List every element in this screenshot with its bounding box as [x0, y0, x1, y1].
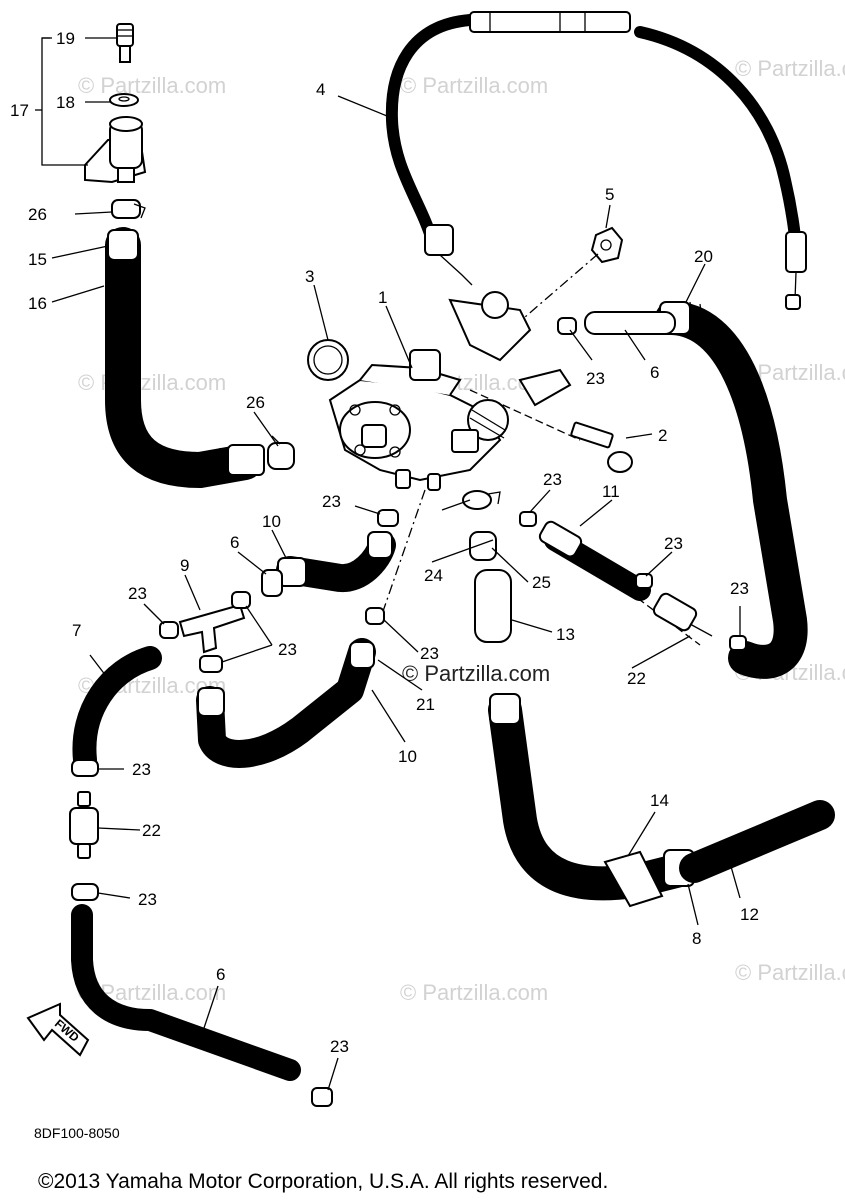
callout-14: 14: [650, 791, 669, 810]
callout-21: 21: [416, 695, 435, 714]
watermark: © Partzilla.com: [78, 370, 226, 395]
callout-23: 23: [138, 890, 157, 909]
watermark: © Partzilla.com: [78, 73, 226, 98]
clip-part-24: [462, 490, 501, 510]
clip-part-23: [311, 1087, 333, 1107]
hose-part-7: [72, 646, 162, 772]
clip-part-23: [71, 759, 99, 777]
callout-23: 23: [420, 644, 439, 663]
hose-part-10: [276, 531, 396, 592]
callout-15: 15: [28, 250, 47, 269]
leader-lines: [51, 37, 741, 1091]
callout-2: 2: [658, 426, 667, 445]
clip-part-23: [729, 635, 747, 651]
clip-part-23: [519, 511, 537, 527]
callout-13: 13: [556, 625, 575, 644]
clip-part-23: [365, 607, 385, 625]
callout-26: 26: [28, 205, 47, 224]
callout-20: 20: [694, 247, 713, 266]
filter-part-22: [652, 592, 713, 637]
callout-11: 11: [602, 482, 620, 501]
hose-part-6: [71, 904, 301, 1081]
callouts: 19 18 17 26 15 16 4 5 3 1 20 23 6 26 2 2…: [10, 29, 759, 1056]
callout-3: 3: [305, 267, 314, 286]
callout-23: 23: [322, 492, 341, 511]
clip-part-23: [635, 573, 653, 589]
diagram-code: 8DF100-8050: [34, 1125, 120, 1141]
filter-part-22: [69, 791, 99, 859]
callout-6: 6: [230, 533, 239, 552]
hose-part-6: [584, 311, 676, 335]
callout-16: 16: [28, 294, 47, 313]
clip-part-23: [557, 317, 577, 335]
callout-22: 22: [142, 821, 161, 840]
callout-6: 6: [650, 363, 659, 382]
nut-part-5: [590, 226, 624, 264]
callout-7: 7: [72, 621, 81, 640]
callout-23: 23: [128, 584, 147, 603]
callout-10: 10: [398, 747, 417, 766]
hose-part-8: [488, 693, 697, 901]
callout-23: 23: [664, 534, 683, 553]
clip-part-26: [267, 435, 295, 470]
oil-pump-part-1: [328, 291, 572, 491]
copyright-notice: ©2013 Yamaha Motor Corporation, U.S.A. A…: [38, 1170, 608, 1193]
callout-1: 1: [378, 288, 387, 307]
clip-part-23: [377, 509, 399, 527]
hose-part-16: [105, 227, 265, 488]
callout-23: 23: [586, 369, 605, 388]
bracket-assembly: [84, 23, 147, 184]
clip-part-23: [71, 883, 99, 901]
leader-dash: [379, 489, 426, 621]
callout-23: 23: [132, 760, 151, 779]
callout-23: 23: [543, 470, 562, 489]
clip-part-26: [111, 199, 146, 219]
watermark: © Partzilla.com: [735, 960, 845, 985]
callout-12: 12: [740, 905, 759, 924]
callout-23: 23: [730, 579, 749, 598]
callout-23: 23: [330, 1037, 349, 1056]
callout-24: 24: [424, 566, 443, 585]
bolt-part-2: [469, 389, 633, 473]
hose-part-12: [679, 800, 835, 883]
callout-5: 5: [605, 185, 614, 204]
callout-25: 25: [532, 573, 551, 592]
callout-26: 26: [246, 393, 265, 412]
cap-part-25: [469, 531, 497, 561]
joint-part-9: [159, 591, 251, 673]
hose-part-11: [538, 520, 701, 646]
hose-part-13: [474, 569, 512, 643]
callout-18: 18: [56, 93, 75, 112]
fwd-arrow: FWD: [26, 1002, 90, 1057]
hose-part-6: [261, 569, 283, 597]
callout-23: 23: [278, 640, 297, 659]
callout-6: 6: [216, 965, 225, 984]
callout-22: 22: [627, 669, 646, 688]
watermark-prominent: © Partzilla.com: [402, 661, 550, 686]
hose-part-10: [196, 638, 376, 768]
watermark: © Partzilla.com: [400, 980, 548, 1005]
callout-4: 4: [316, 80, 325, 99]
watermark: © Partzilla.com: [400, 73, 548, 98]
callout-19: 19: [56, 29, 75, 48]
watermark: © Partzilla.com: [735, 56, 845, 81]
callout-17: 17: [10, 101, 29, 120]
callout-8: 8: [692, 929, 701, 948]
callout-10: 10: [262, 512, 281, 531]
cable-part-4: [385, 11, 807, 310]
callout-9: 9: [180, 556, 189, 575]
